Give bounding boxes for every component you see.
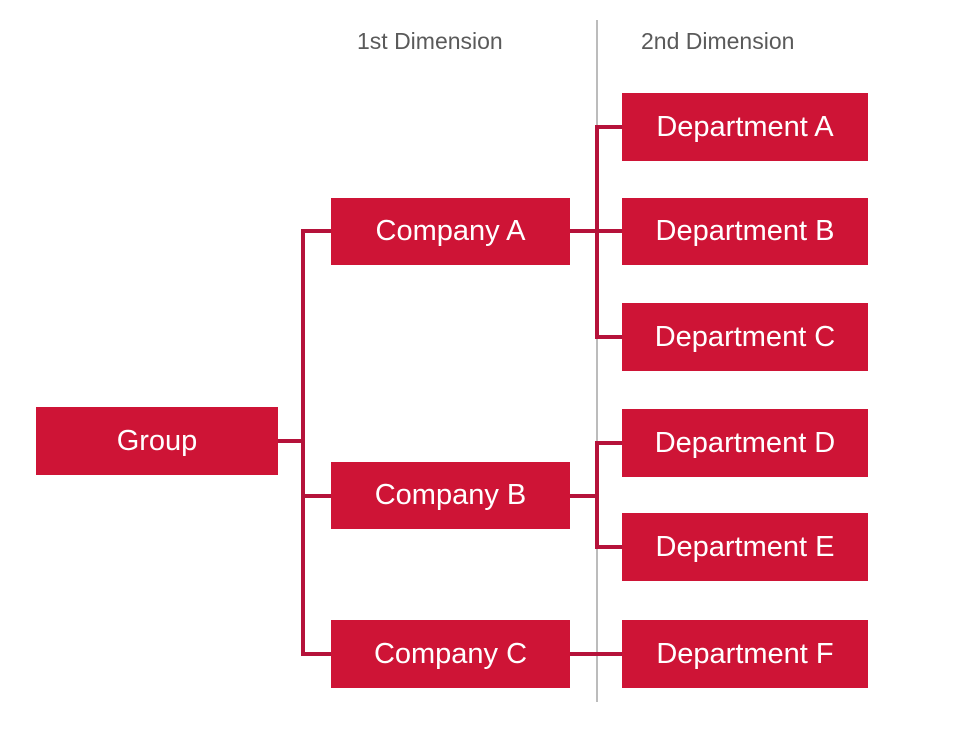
node-department-e[interactable]: Department E [622, 513, 868, 581]
connector-group-stub [278, 439, 305, 443]
column-header-dimension-2: 2nd Dimension [641, 28, 795, 54]
dimension-divider [596, 20, 598, 702]
connector-company-b-trunk [595, 441, 599, 547]
node-company-b[interactable]: Company B [331, 462, 570, 529]
node-company-a[interactable]: Company A [331, 198, 570, 265]
node-department-a[interactable]: Department A [622, 93, 868, 161]
connector-group-to-company-b [301, 494, 332, 498]
node-department-b[interactable]: Department B [622, 198, 868, 265]
connector-group-trunk [301, 229, 305, 656]
connector-company-a-to-department-a [595, 125, 624, 129]
connector-group-to-company-c [301, 652, 332, 656]
node-group[interactable]: Group [36, 407, 278, 475]
connector-company-b-stub [570, 494, 599, 498]
column-header-dimension-1: 1st Dimension [357, 28, 503, 54]
connector-company-c-to-department-f [570, 652, 624, 656]
connector-company-b-to-department-e [595, 545, 624, 549]
connector-company-a-to-department-b [595, 229, 624, 233]
connector-company-a-to-department-c [595, 335, 624, 339]
node-department-f[interactable]: Department F [622, 620, 868, 688]
node-department-d[interactable]: Department D [622, 409, 868, 477]
node-department-c[interactable]: Department C [622, 303, 868, 371]
connector-company-a-stub [570, 229, 599, 233]
node-company-c[interactable]: Company C [331, 620, 570, 688]
connector-group-to-company-a [301, 229, 332, 233]
connector-company-b-to-department-d [595, 441, 624, 445]
